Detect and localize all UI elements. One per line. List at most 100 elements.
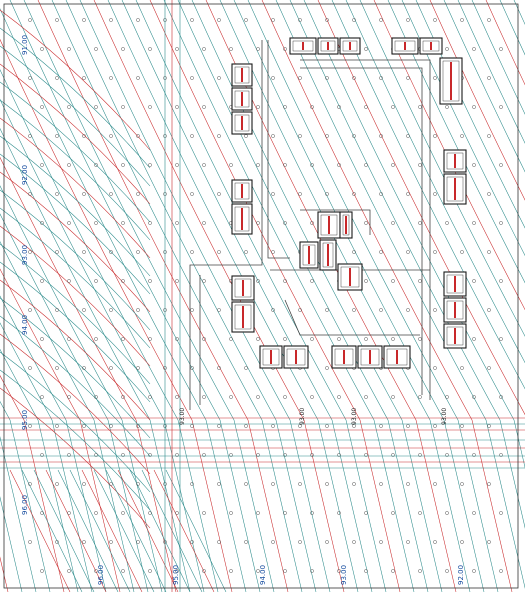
elevation-marker bbox=[364, 511, 368, 515]
elevation-marker bbox=[67, 569, 71, 573]
elevation-marker bbox=[418, 511, 422, 515]
elevation-marker bbox=[364, 569, 368, 573]
elevation-marker bbox=[379, 192, 383, 196]
elevation-marker bbox=[433, 192, 437, 196]
elevation-marker bbox=[406, 250, 410, 254]
lower-contour bbox=[9, 469, 71, 592]
elevation-marker bbox=[109, 308, 113, 312]
elevation-marker bbox=[472, 395, 476, 399]
building-inner-outline bbox=[234, 182, 250, 200]
building-elevation-tag bbox=[454, 154, 456, 168]
elevation-marker bbox=[82, 482, 86, 486]
elevation-marker bbox=[202, 569, 206, 573]
elevation-marker bbox=[256, 569, 260, 573]
elevation-marker bbox=[460, 250, 464, 254]
teal-contour bbox=[191, 0, 443, 592]
elevation-marker bbox=[82, 424, 86, 428]
elevation-marker bbox=[121, 47, 125, 51]
elevation-marker bbox=[271, 134, 275, 138]
elevation-marker bbox=[121, 511, 125, 515]
elevation-marker bbox=[190, 250, 194, 254]
elevation-marker bbox=[433, 134, 437, 138]
building-elevation-tag bbox=[349, 42, 351, 50]
elevation-marker bbox=[445, 511, 449, 515]
elevation-marker bbox=[283, 105, 287, 109]
left-contour bbox=[0, 225, 151, 367]
building-elevation-tag bbox=[454, 178, 456, 200]
building-inner-outline bbox=[234, 66, 250, 84]
elevation-marker bbox=[229, 47, 233, 51]
elevation-marker bbox=[499, 569, 503, 573]
elevation-marker bbox=[28, 366, 32, 370]
elevation-marker bbox=[202, 395, 206, 399]
elevation-marker bbox=[325, 366, 329, 370]
left-contour bbox=[0, 297, 151, 439]
elevation-marker bbox=[433, 76, 437, 80]
teal-contour bbox=[359, 0, 525, 337]
building-elevation-tag bbox=[454, 302, 456, 318]
lower-contour bbox=[69, 469, 131, 592]
elevation-marker bbox=[136, 250, 140, 254]
elevation-marker bbox=[472, 47, 476, 51]
left-contour bbox=[0, 45, 151, 187]
red-contour bbox=[317, 0, 525, 416]
building-elevation-tag bbox=[241, 116, 243, 130]
elevation-marker bbox=[55, 134, 59, 138]
elevation-marker bbox=[271, 250, 275, 254]
left-fan-contours bbox=[0, 9, 227, 592]
elevation-marker bbox=[190, 76, 194, 80]
elevation-marker bbox=[82, 250, 86, 254]
elevation-marker bbox=[298, 308, 302, 312]
elevation-marker bbox=[121, 163, 125, 167]
elevation-marker bbox=[364, 395, 368, 399]
elevation-marker bbox=[229, 395, 233, 399]
left-axis-labels: 91.00 92.00 93.00 94.00 95.00 96.00 bbox=[21, 35, 29, 515]
elevation-marker bbox=[406, 308, 410, 312]
elevation-marker bbox=[148, 221, 152, 225]
elevation-marker bbox=[325, 308, 329, 312]
building-elevation-tag bbox=[241, 92, 243, 106]
elevation-marker bbox=[94, 395, 98, 399]
elevation-marker bbox=[379, 482, 383, 486]
elevation-marker bbox=[310, 221, 314, 225]
red-contour bbox=[373, 0, 525, 311]
building-elevation-tag bbox=[242, 306, 244, 328]
road-elevation-labels: 93.00 93.00 93.00 93.00 bbox=[179, 408, 448, 425]
elevation-marker bbox=[310, 337, 314, 341]
bottom-label-5: 92.00 bbox=[457, 565, 465, 585]
elevation-marker bbox=[499, 337, 503, 341]
elevation-marker bbox=[445, 105, 449, 109]
elevation-marker bbox=[136, 540, 140, 544]
elevation-markers bbox=[28, 18, 503, 573]
elevation-marker bbox=[337, 105, 341, 109]
left-contour bbox=[0, 189, 151, 331]
elevation-marker bbox=[298, 134, 302, 138]
elevation-marker bbox=[175, 395, 179, 399]
teal-contour bbox=[107, 0, 359, 592]
elevation-marker bbox=[418, 569, 422, 573]
elevation-marker bbox=[433, 366, 437, 370]
elevation-marker bbox=[283, 453, 287, 457]
elevation-marker bbox=[217, 308, 221, 312]
elevation-marker bbox=[391, 221, 395, 225]
teal-contour bbox=[0, 348, 79, 592]
left-contour bbox=[0, 117, 151, 259]
building-inner-outline bbox=[320, 40, 336, 52]
left-contour bbox=[0, 171, 151, 313]
elevation-marker bbox=[310, 105, 314, 109]
elevation-marker bbox=[487, 308, 491, 312]
elevation-marker bbox=[136, 18, 140, 22]
teal-contour bbox=[0, 241, 135, 592]
elevation-marker bbox=[217, 424, 221, 428]
elevation-marker bbox=[148, 105, 152, 109]
left-label-3: 93.00 bbox=[21, 245, 29, 265]
road-label-1: 93.00 bbox=[179, 408, 186, 425]
teal-contour bbox=[471, 0, 525, 115]
elevation-marker bbox=[244, 424, 248, 428]
elevation-marker bbox=[40, 163, 44, 167]
elevation-marker bbox=[379, 18, 383, 22]
elevation-marker bbox=[94, 453, 98, 457]
building-elevation-tag bbox=[270, 350, 272, 364]
elevation-marker bbox=[67, 105, 71, 109]
red-contour bbox=[37, 0, 289, 592]
